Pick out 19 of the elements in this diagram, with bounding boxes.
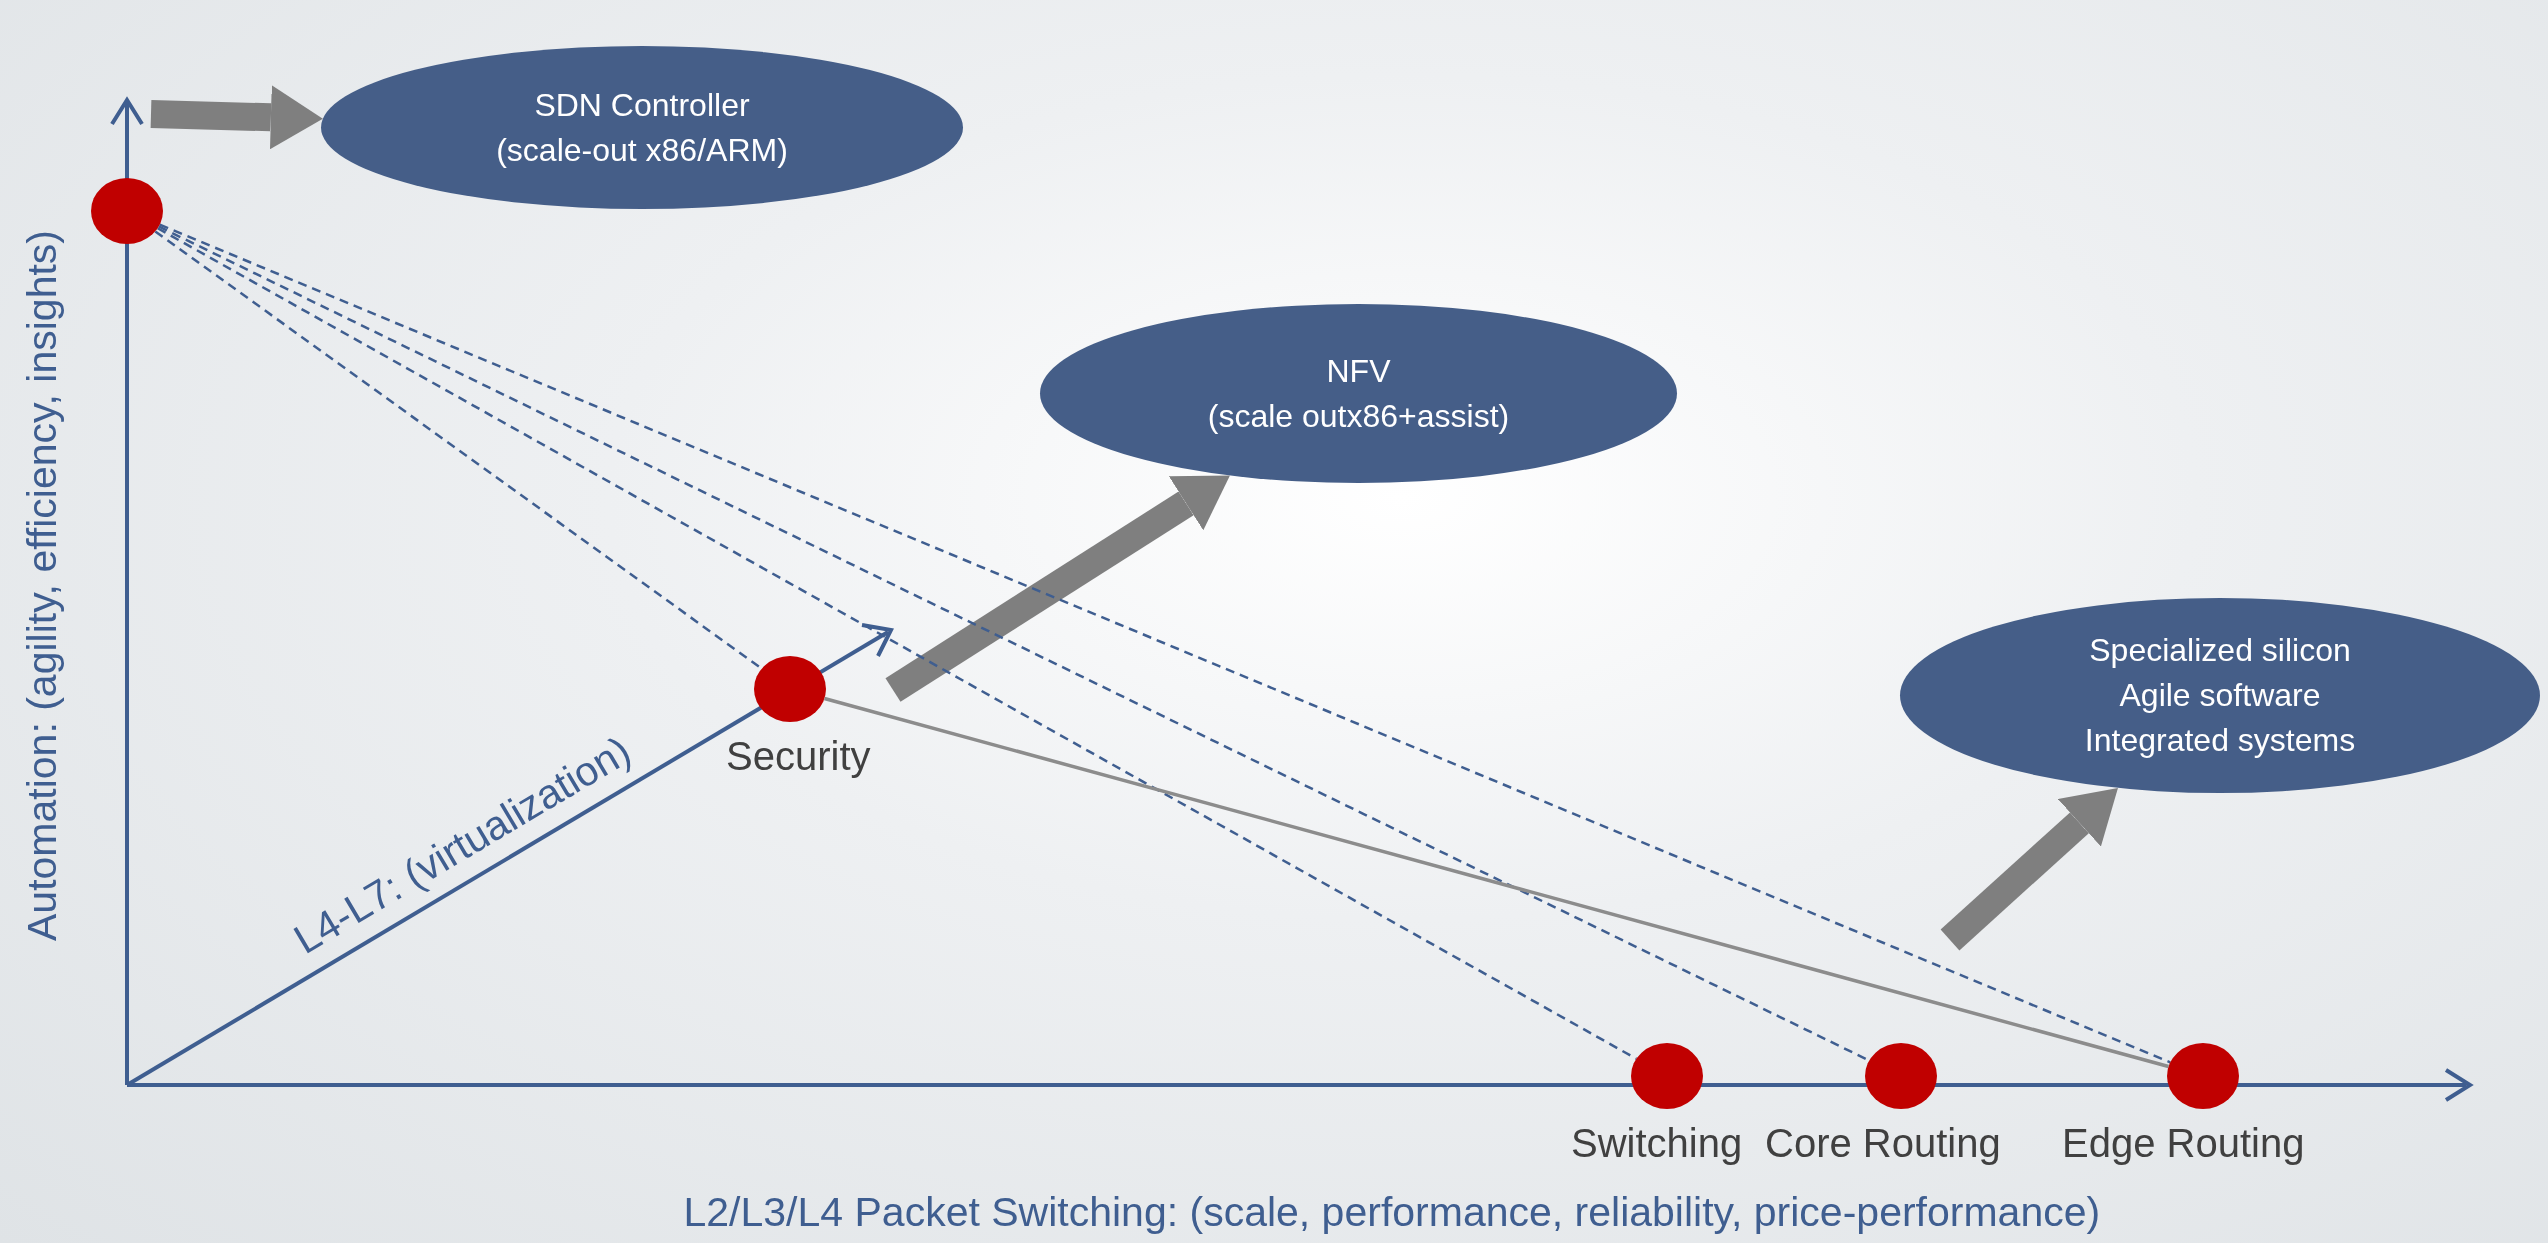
node-caption: Edge Routing	[2062, 1121, 2305, 1166]
node-caption: Switching	[1571, 1121, 1743, 1166]
connector-line	[159, 223, 2171, 1064]
block-arrow	[885, 475, 1230, 702]
block-arrow	[150, 85, 323, 150]
node-text: (scale-out x86/ARM)	[496, 130, 788, 170]
connector-line	[154, 230, 763, 670]
node-text: Specialized silicon	[2089, 631, 2351, 671]
axis-label: Automation: (agility, efficiency, insights)	[18, 229, 66, 941]
connector-line	[824, 696, 2169, 1069]
axis-label: L2/L3/L4 Packet Switching: (scale, performance, reliability, price-performance)	[683, 1188, 2101, 1236]
node-text: Integrated systems	[2084, 720, 2356, 760]
node-caption: Security	[726, 734, 871, 779]
node-caption: Core Routing	[1765, 1121, 2001, 1166]
node-text: SDN Controller	[534, 85, 750, 125]
node-text: NFV	[1326, 351, 1391, 391]
node-text: (scale outx86+assist)	[1207, 396, 1510, 436]
node-text: Agile software	[2119, 676, 2321, 716]
block-arrow	[1940, 787, 2118, 951]
